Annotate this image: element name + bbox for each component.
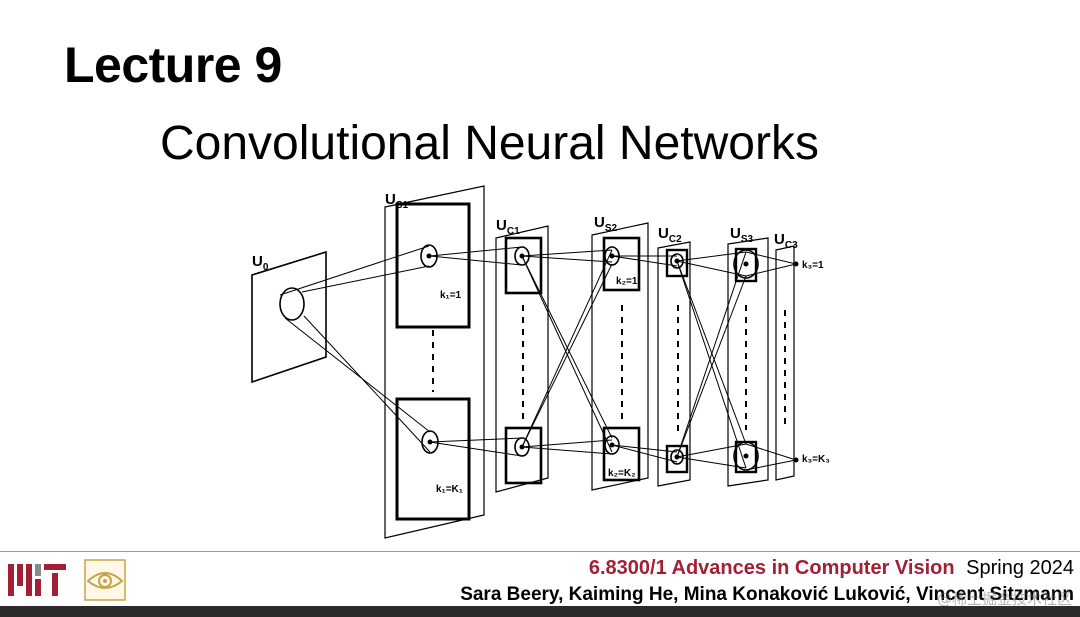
semester: Spring 2024 <box>966 557 1074 579</box>
uc1-frame <box>495 225 549 493</box>
us2-frame <box>591 222 649 491</box>
uc2-frame <box>657 241 691 487</box>
label-us1: US1 <box>385 191 409 211</box>
eye-logo <box>84 559 126 601</box>
us1-bottom-plane <box>395 397 471 521</box>
us1-frame <box>384 185 485 539</box>
us3-frame <box>727 237 769 487</box>
label-k2-top: k₂=1 <box>616 276 638 287</box>
label-uc1: UC1 <box>496 217 520 237</box>
label-k3-bottom: k₃=K₃ <box>802 454 830 465</box>
label-uc3: UC3 <box>774 231 798 251</box>
authors: Sara Beery, Kaiming He, Mina Konaković L… <box>460 584 1074 605</box>
lecture-subtitle: Convolutional Neural Networks <box>160 117 819 170</box>
label-us2: US2 <box>594 214 618 234</box>
footer-divider <box>0 551 1080 552</box>
us1-top-plane <box>395 202 471 329</box>
label-k2-bottom: k₂=K₂ <box>608 468 636 479</box>
u0-plane <box>251 250 327 384</box>
label-us3: US3 <box>730 225 754 245</box>
watermark: @稀土掘金技术社区 <box>936 590 1072 608</box>
course-name: 6.8300/1 Advances in Computer Vision <box>588 557 955 579</box>
uc3-frame <box>775 245 795 481</box>
mit-logo <box>8 564 66 596</box>
lecture-title: Lecture 9 <box>64 37 282 93</box>
label-k3-top: k₃=1 <box>802 260 824 271</box>
label-k1-top: k₁=1 <box>440 290 462 301</box>
label-u0: U0 <box>252 253 269 273</box>
bottom-bar <box>0 606 1080 617</box>
u0-receptive-field <box>279 287 305 321</box>
label-uc2: UC2 <box>658 225 682 245</box>
label-k1-bottom: k₁=K₁ <box>436 484 463 495</box>
course-line: 6.8300/1 Advances in Computer Vision Spr… <box>589 557 1074 580</box>
neocognitron-diagram: U0 US1 UC1 US2 UC2 US3 UC3 k₁=1 k₁=K₁ k₂… <box>251 185 830 539</box>
